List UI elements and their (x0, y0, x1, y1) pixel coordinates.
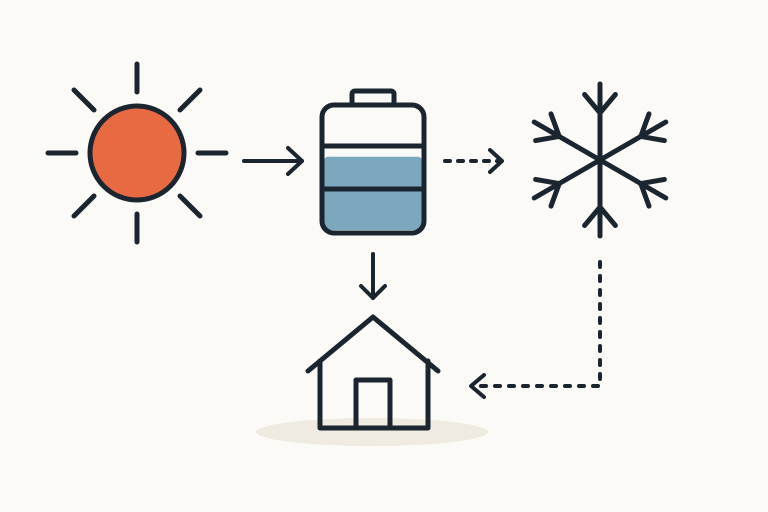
snowflake-branch (582, 204, 603, 228)
house-ground-shadow (256, 418, 488, 446)
house-door (353, 377, 393, 431)
arrow-battery-to-house (359, 252, 387, 300)
snowflake-branch (638, 181, 652, 209)
snowflake-arm (531, 157, 603, 201)
snowflake-branch (548, 111, 562, 139)
sun-ray-bottom-left (71, 193, 97, 219)
arrow-sun-to-battery (242, 146, 304, 176)
battery-terminal (349, 88, 397, 108)
sun-ray-top-left (71, 87, 97, 113)
snowflake-branch (582, 92, 603, 116)
snowflake-branch (597, 204, 618, 228)
house-roof (305, 314, 441, 374)
sun-disc (87, 103, 187, 203)
snowflake-branch (638, 133, 667, 144)
sun-ray-top-right (177, 87, 203, 113)
sun-ray-bottom-right (177, 193, 203, 219)
sun-icon (45, 61, 229, 245)
snowflake-branch (533, 133, 562, 144)
snowflake-branch (533, 176, 562, 187)
snowflake-icon (531, 81, 669, 239)
arrow-battery-to-snowflake (443, 148, 504, 174)
battery-charge-fill (324, 156, 422, 230)
snowflake-arm (531, 119, 603, 163)
snowflake-branch (638, 111, 652, 139)
battery-icon (319, 88, 427, 236)
snowflake-branch (597, 92, 618, 116)
house-walls (317, 358, 431, 431)
snowflake-arm (597, 157, 669, 201)
sun-rays (45, 61, 229, 245)
snowflake-arm (597, 119, 669, 163)
house-icon (305, 314, 441, 431)
snowflake-branch (638, 176, 667, 187)
arrow-snowflake-to-house (469, 260, 602, 399)
snowflake-branch (548, 181, 562, 209)
